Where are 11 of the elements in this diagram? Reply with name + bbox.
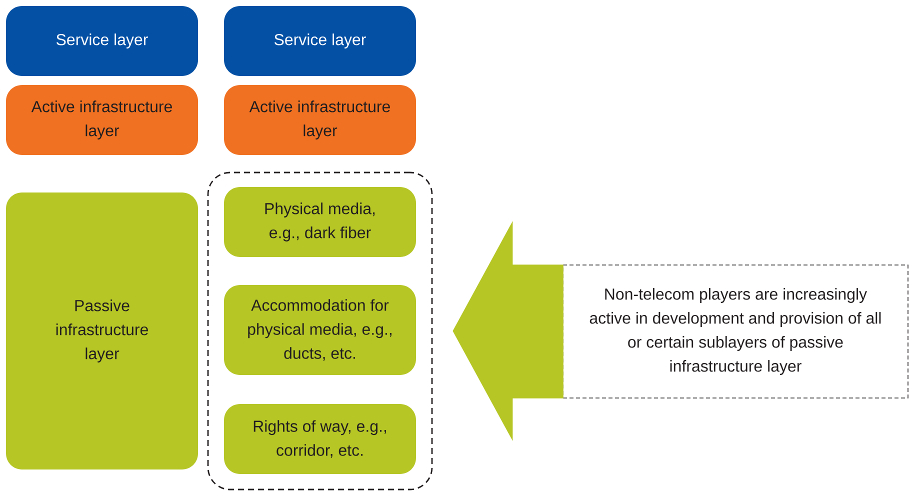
infrastructure-layer-box: Passive infrastructure layer [6, 192, 198, 470]
infrastructure-layer-box: Active infrastructure layer [6, 85, 198, 155]
sublayer-box: Physical media, e.g., dark fiber [224, 187, 416, 257]
service-layer-box: Service layer [6, 6, 198, 76]
sublayer-box: Accommodation for physical media, e.g., ducts, etc. [224, 285, 416, 375]
dashed-group-box [207, 172, 433, 490]
sublayer-box: Rights of way, e.g., corridor, etc. [224, 404, 416, 474]
note-box: Non-telecom players are increasingly active in development and provision of all or certain sublayers of passive infrastructure layer [562, 264, 908, 398]
service-layer-box: Service layer [224, 6, 416, 76]
block-arrow [452, 221, 564, 441]
infrastructure-layer-box: Active infrastructure layer [224, 85, 416, 155]
